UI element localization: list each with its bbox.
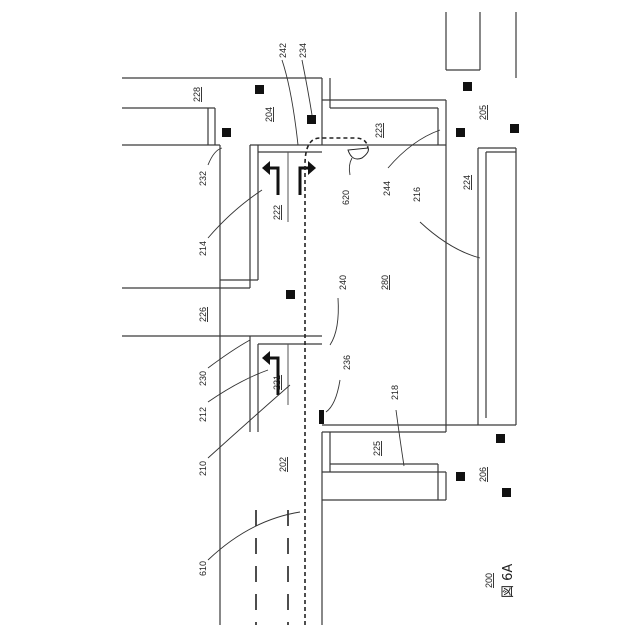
label-280: 280: [380, 275, 390, 290]
label-224: 224: [462, 175, 472, 190]
label-210: 210: [198, 461, 208, 476]
label-232: 232: [198, 171, 208, 186]
sensor-square: [510, 124, 519, 133]
label-242: 242: [278, 43, 288, 58]
label-218: 218: [390, 385, 400, 400]
label-228: 228: [192, 87, 202, 102]
stop-bar-236: [319, 410, 324, 424]
figure-title: 図 6A: [501, 564, 516, 598]
sensor-square: [222, 128, 231, 137]
label-240: 240: [338, 275, 348, 290]
leader-216: [420, 222, 480, 258]
label-206: 206: [478, 467, 488, 482]
label-216: 216: [412, 187, 422, 202]
label-204: 204: [264, 107, 274, 122]
label-226: 226: [198, 307, 208, 322]
figure-ref: 200: [484, 573, 494, 588]
label-221: 221: [272, 375, 282, 390]
label-222: 222: [272, 205, 282, 220]
label-205: 205: [478, 105, 488, 120]
left-turn-arrow-upper: [262, 161, 278, 195]
leader-230: [208, 340, 250, 368]
label-236: 236: [342, 355, 352, 370]
leader-212: [208, 370, 268, 402]
label-212: 212: [198, 407, 208, 422]
leader-214: [208, 190, 262, 238]
label-202: 202: [278, 457, 288, 472]
leader-234: [302, 60, 312, 115]
label-225: 225: [372, 441, 382, 456]
sensor-square: [255, 85, 264, 94]
leader-218: [396, 410, 404, 466]
label-214: 214: [198, 241, 208, 256]
sensor-square: [307, 115, 316, 124]
leader-620: [349, 158, 352, 175]
sensor-square: [456, 472, 465, 481]
vehicle-620-marker: [348, 148, 368, 159]
label-610: 610: [198, 561, 208, 576]
leader-242: [282, 60, 298, 145]
sensor-square: [456, 128, 465, 137]
sensor-square: [463, 82, 472, 91]
leader-610: [208, 512, 300, 560]
left-turn-arrow-upper-2: [300, 161, 316, 195]
sensor-square: [502, 488, 511, 497]
leader-236: [326, 380, 340, 412]
sensor-square: [496, 434, 505, 443]
sensor-square: [286, 290, 295, 299]
label-244: 244: [382, 181, 392, 196]
leader-244: [388, 130, 440, 168]
label-234: 234: [298, 43, 308, 58]
label-620: 620: [341, 190, 351, 205]
label-223: 223: [374, 123, 384, 138]
label-230: 230: [198, 371, 208, 386]
leader-240: [330, 298, 338, 345]
vehicle-path-610: [305, 138, 368, 625]
